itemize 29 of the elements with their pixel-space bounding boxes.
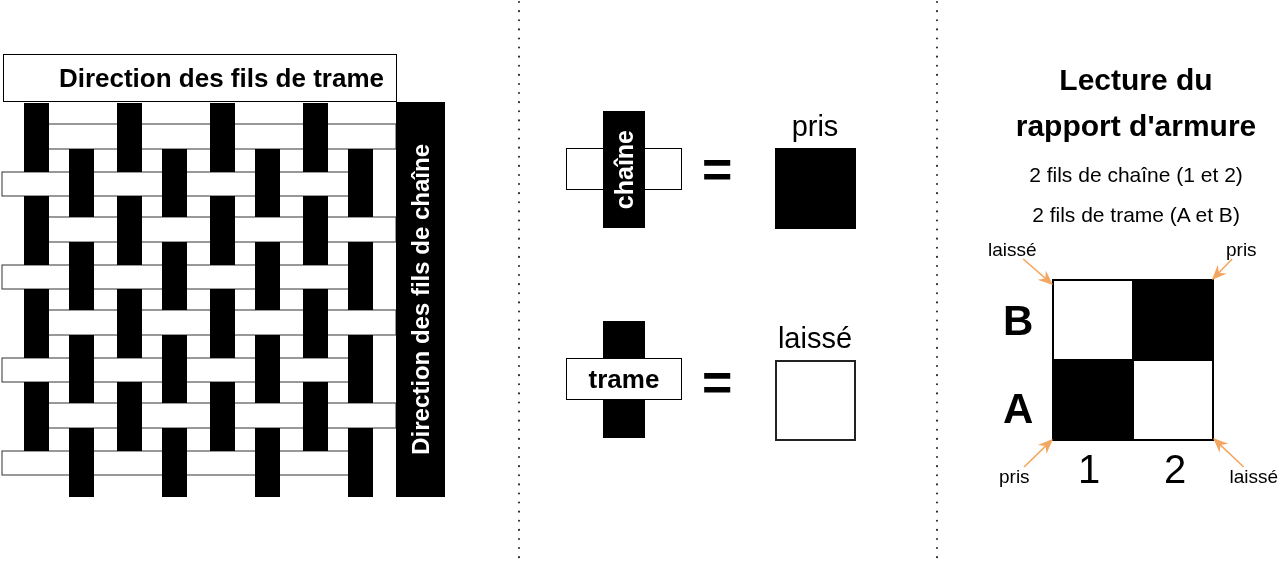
column-label: 2 <box>1162 449 1188 489</box>
column-label: 1 <box>1076 449 1102 489</box>
leader-label: laissé <box>988 240 1037 259</box>
weave-cell <box>1052 279 1134 361</box>
square-heading: laissé <box>777 321 853 356</box>
leader-label: pris <box>1226 240 1257 259</box>
panel-heading: Lecture du rapport d'armure <box>1014 62 1258 144</box>
weave-cell <box>1132 279 1214 361</box>
leader-arrow <box>1211 258 1233 280</box>
row-label: A <box>1003 388 1034 430</box>
leader-arrow <box>1022 258 1053 285</box>
weave-cell <box>1132 359 1214 441</box>
warp-direction-text: Direction des fils de chaîne <box>408 144 433 455</box>
equals-sign: = <box>702 356 733 408</box>
weave-cell <box>1052 359 1134 441</box>
leader-arrow <box>1213 438 1245 468</box>
leader-arrow <box>1023 439 1053 468</box>
weft-direction-banner <box>3 54 397 102</box>
strip-label: chaîne <box>611 129 637 210</box>
weft-direction-text: Direction des fils de trame <box>58 65 384 91</box>
leader-label: pris <box>999 467 1030 486</box>
warp-direction-banner <box>396 102 445 497</box>
strip-label: trame <box>588 366 660 392</box>
leader-label: laissé <box>1229 467 1278 486</box>
note-text: 2 fils de trame (A et B) <box>1031 202 1241 228</box>
note-text: 2 fils de chaîne (1 et 2) <box>1028 162 1244 188</box>
square-heading: pris <box>791 109 839 144</box>
equals-sign: = <box>702 143 733 195</box>
row-label: B <box>1003 300 1034 342</box>
